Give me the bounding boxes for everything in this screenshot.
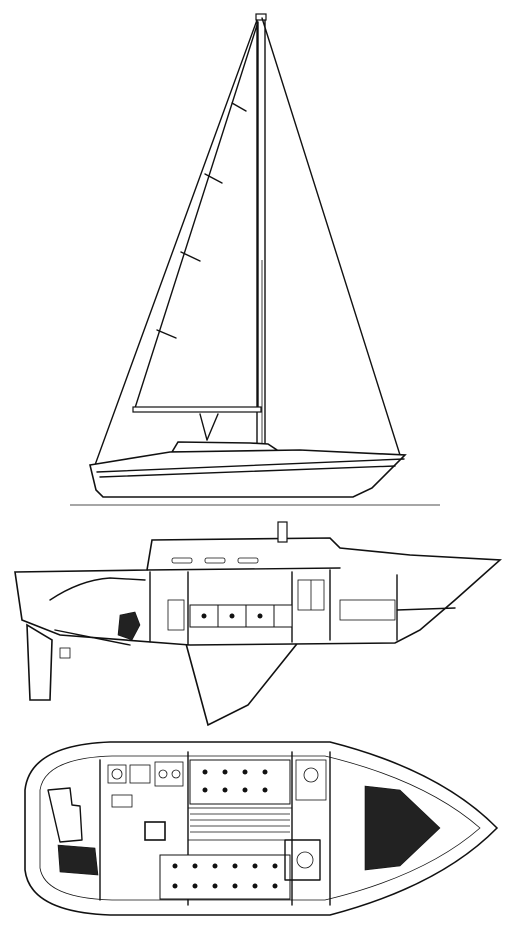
galley xyxy=(107,761,184,841)
mast-step xyxy=(277,521,288,543)
shaft-line xyxy=(54,629,131,646)
settee-cushions-profile xyxy=(189,604,293,628)
accommodation-plan-view xyxy=(24,741,499,916)
hull-section xyxy=(14,537,502,646)
exhaust-line xyxy=(49,577,146,601)
engine xyxy=(117,611,141,641)
settee-starboard xyxy=(159,854,291,900)
cockpit xyxy=(47,787,99,876)
inboard-profile-view xyxy=(14,521,502,727)
profile-portlights xyxy=(171,557,259,564)
v-berth-profile xyxy=(396,607,456,611)
deck-line xyxy=(146,567,341,571)
sail-battens xyxy=(156,102,247,339)
cabin-sole xyxy=(190,813,290,833)
boom-vang-2 xyxy=(206,413,219,441)
cabinets xyxy=(297,579,396,621)
settee-port xyxy=(189,759,291,805)
boot-top xyxy=(99,465,396,478)
v-berth-plan xyxy=(329,751,441,906)
sheer-stripe xyxy=(96,458,405,473)
boom-vang xyxy=(199,413,208,441)
rudder xyxy=(26,623,53,701)
bulkheads xyxy=(149,569,398,646)
forestay xyxy=(261,17,401,456)
mainsail xyxy=(134,21,259,411)
galley-stove xyxy=(167,599,185,631)
prop-shaft xyxy=(59,647,71,659)
keel xyxy=(183,639,302,727)
sail-plan-view xyxy=(70,13,440,506)
deck-edge xyxy=(39,755,481,901)
boom xyxy=(132,406,262,413)
backstay xyxy=(94,19,258,466)
hull-profile xyxy=(89,449,407,498)
hull-plan xyxy=(24,741,499,916)
head-compartment xyxy=(284,759,327,881)
